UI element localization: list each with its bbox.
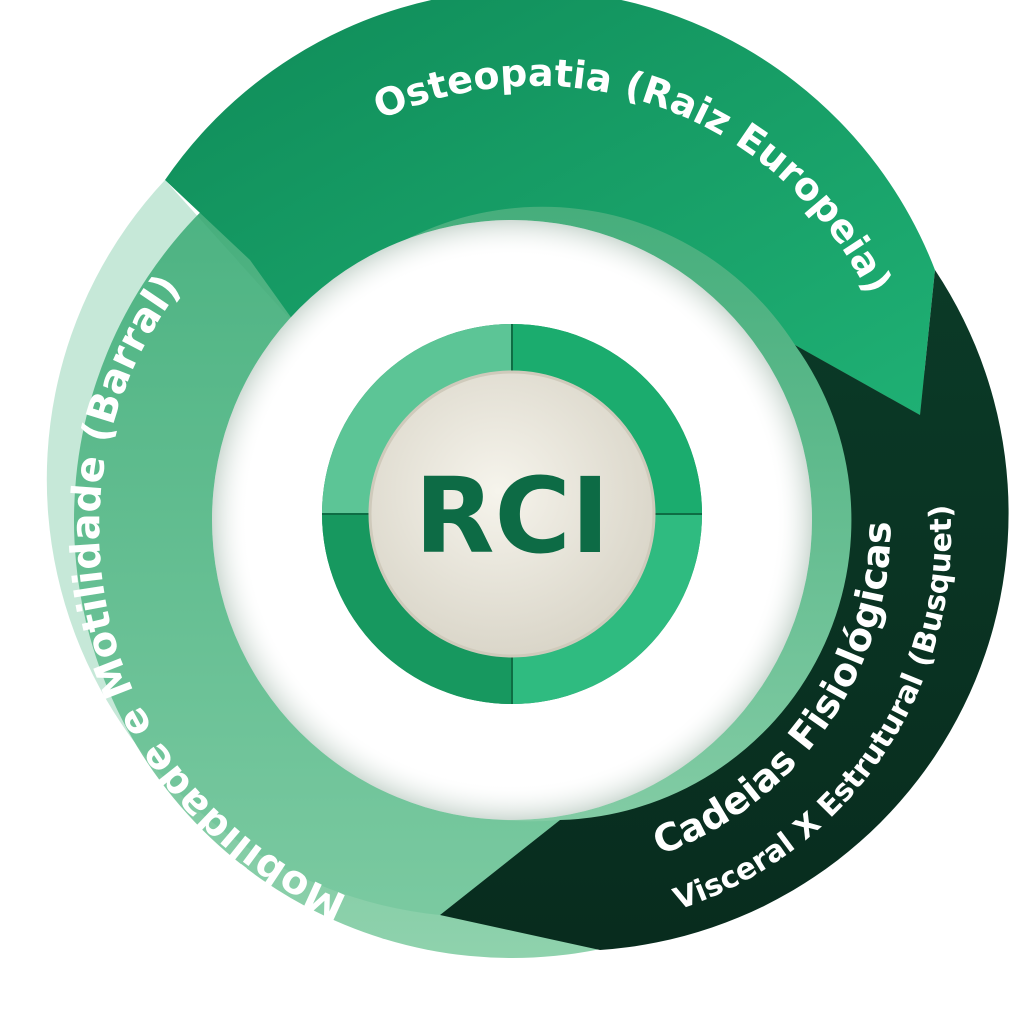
segment-cadeias (440, 270, 1009, 950)
center-disc (368, 370, 656, 658)
center-badge: RCI (322, 324, 702, 704)
segment-mobilidade (46, 180, 561, 915)
center-label: RCI (414, 455, 609, 577)
segment-osteopatia (165, 0, 935, 415)
